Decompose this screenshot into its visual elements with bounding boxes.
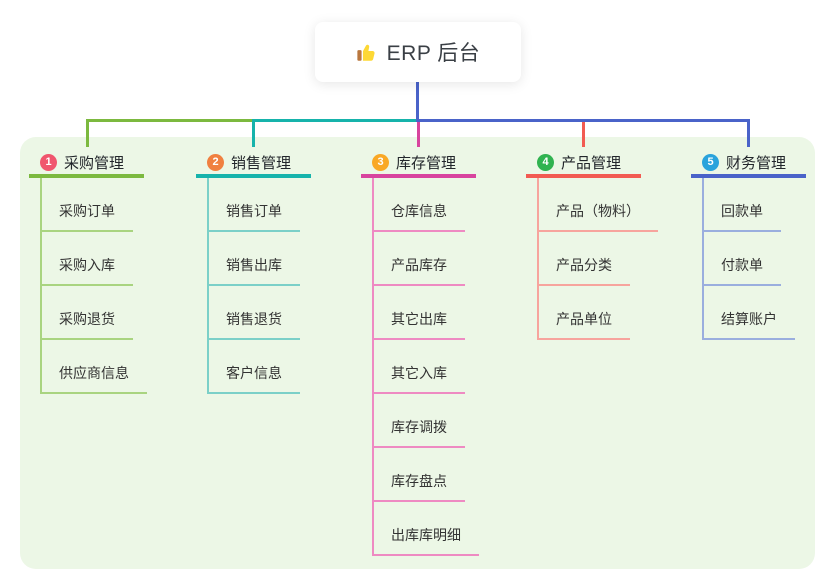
- thumbs-up-icon: [356, 41, 378, 63]
- branch-number-badge: 2: [207, 153, 224, 171]
- child-row: 销售订单: [209, 178, 311, 232]
- child-row: 采购订单: [42, 178, 144, 232]
- child-row: 产品单位: [539, 286, 641, 340]
- child-node[interactable]: 结算账户: [704, 309, 795, 340]
- branch-label: 采购管理: [64, 154, 125, 172]
- child-row: 产品库存: [374, 232, 476, 286]
- branch-children: 回款单 付款单 结算账户: [702, 178, 806, 340]
- branch-children: 仓库信息 产品库存 其它出库 其它入库 库存调拨 库存盘点 出库库明细: [372, 178, 479, 556]
- root-node-label: ERP 后台: [386, 42, 481, 65]
- child-row: 其它出库: [374, 286, 476, 340]
- child-row: 供应商信息: [42, 340, 147, 394]
- connector-root-drop: [416, 82, 419, 122]
- branch-header[interactable]: 4 产品管理: [526, 150, 641, 178]
- child-row: 采购退货: [42, 286, 144, 340]
- child-node[interactable]: 客户信息: [209, 363, 300, 394]
- child-node[interactable]: 库存调拨: [374, 417, 465, 448]
- child-row: 客户信息: [209, 340, 311, 394]
- branch-label: 财务管理: [726, 154, 787, 172]
- child-row: 出库库明细: [374, 502, 479, 556]
- child-node[interactable]: 产品（物料）: [539, 201, 658, 232]
- branch-children: 销售订单 销售出库 销售退货 客户信息: [207, 178, 311, 394]
- branches-panel: [20, 137, 815, 569]
- connector-drop-2: [252, 119, 255, 147]
- child-row: 仓库信息: [374, 178, 476, 232]
- branch-5: 5 财务管理 回款单 付款单 结算账户: [691, 150, 806, 340]
- branch-2: 2 销售管理 销售订单 销售出库 销售退货 客户信息: [196, 150, 311, 394]
- child-node[interactable]: 销售退货: [209, 309, 300, 340]
- branch-label: 销售管理: [231, 154, 292, 172]
- child-node[interactable]: 产品单位: [539, 309, 630, 340]
- child-row: 销售出库: [209, 232, 311, 286]
- child-row: 产品分类: [539, 232, 641, 286]
- connector-drop-4: [582, 122, 585, 147]
- connector-drop-1: [86, 119, 89, 147]
- branch-label: 产品管理: [561, 154, 622, 172]
- child-row: 结算账户: [704, 286, 806, 340]
- branch-header[interactable]: 3 库存管理: [361, 150, 476, 178]
- child-row: 回款单: [704, 178, 806, 232]
- connector-h-blue: [418, 119, 750, 122]
- branch-children: 采购订单 采购入库 采购退货 供应商信息: [40, 178, 147, 394]
- branch-number-badge: 5: [702, 153, 719, 171]
- child-node[interactable]: 库存盘点: [374, 471, 465, 502]
- root-node[interactable]: ERP 后台: [315, 22, 521, 82]
- connector-drop-3: [417, 122, 420, 147]
- branch-header[interactable]: 1 采购管理: [29, 150, 144, 178]
- branch-4: 4 产品管理 产品（物料） 产品分类 产品单位: [526, 150, 658, 340]
- child-node[interactable]: 回款单: [704, 201, 781, 232]
- branch-3: 3 库存管理 仓库信息 产品库存 其它出库 其它入库 库存调拨 库存盘点 出库库…: [361, 150, 479, 556]
- branch-label: 库存管理: [396, 154, 457, 172]
- connector-drop-5: [747, 119, 750, 147]
- child-node[interactable]: 其它出库: [374, 309, 465, 340]
- child-node[interactable]: 其它入库: [374, 363, 465, 394]
- child-node[interactable]: 仓库信息: [374, 201, 465, 232]
- branch-number-badge: 3: [372, 153, 389, 171]
- child-node[interactable]: 采购退货: [42, 309, 133, 340]
- child-node[interactable]: 付款单: [704, 255, 781, 286]
- branch-header[interactable]: 5 财务管理: [691, 150, 806, 178]
- branch-children: 产品（物料） 产品分类 产品单位: [537, 178, 658, 340]
- branch-number-badge: 1: [40, 153, 57, 171]
- child-row: 库存调拨: [374, 394, 476, 448]
- child-node[interactable]: 产品库存: [374, 255, 465, 286]
- child-node[interactable]: 产品分类: [539, 255, 630, 286]
- child-row: 付款单: [704, 232, 806, 286]
- connector-h-teal: [253, 119, 418, 122]
- child-node[interactable]: 出库库明细: [374, 525, 479, 556]
- child-row: 其它入库: [374, 340, 476, 394]
- branch-header[interactable]: 2 销售管理: [196, 150, 311, 178]
- child-node[interactable]: 销售订单: [209, 201, 300, 232]
- branch-number-badge: 4: [537, 153, 554, 171]
- child-row: 销售退货: [209, 286, 311, 340]
- child-node[interactable]: 供应商信息: [42, 363, 147, 394]
- child-row: 库存盘点: [374, 448, 476, 502]
- branch-1: 1 采购管理 采购订单 采购入库 采购退货 供应商信息: [29, 150, 147, 394]
- connector-h-green: [87, 119, 253, 122]
- child-node[interactable]: 采购订单: [42, 201, 133, 232]
- child-row: 采购入库: [42, 232, 144, 286]
- child-row: 产品（物料）: [539, 178, 658, 232]
- child-node[interactable]: 销售出库: [209, 255, 300, 286]
- child-node[interactable]: 采购入库: [42, 255, 133, 286]
